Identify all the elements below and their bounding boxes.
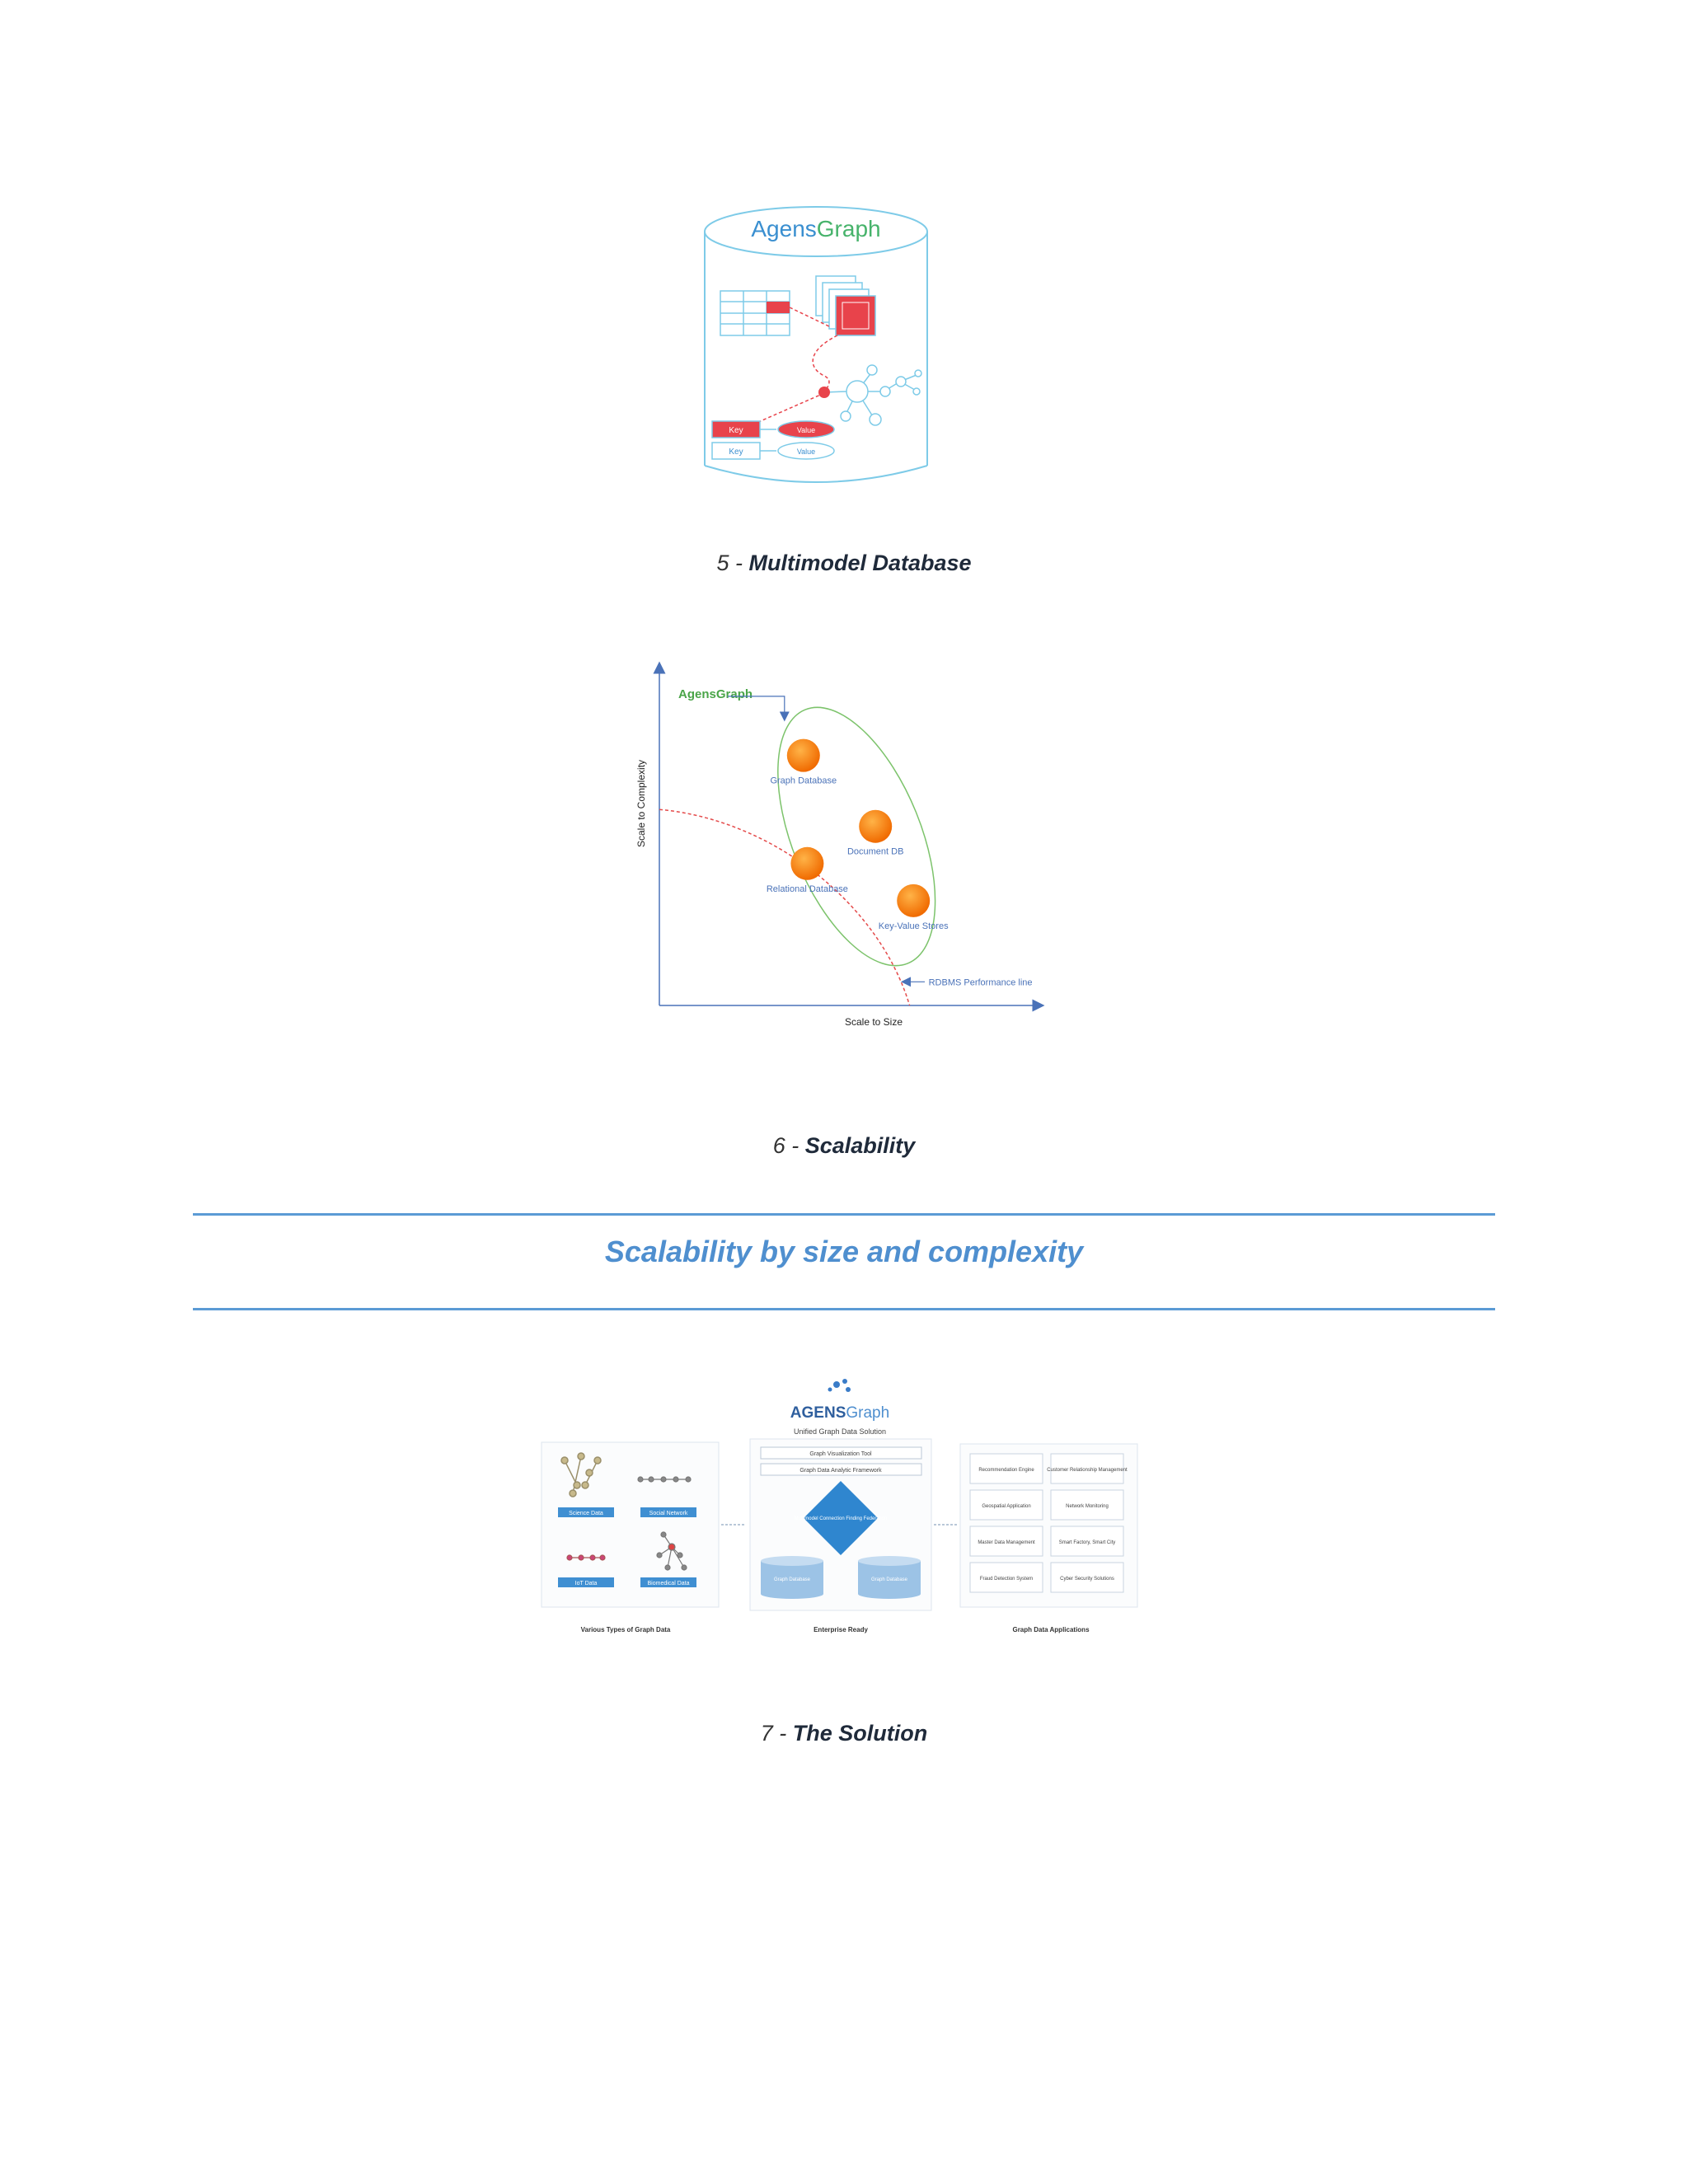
kv-key-1-label: Key — [729, 426, 743, 435]
app-box — [969, 1562, 1043, 1593]
analytic-framework-label: Graph Data Analytic Framework — [799, 1468, 882, 1474]
various-graph-data-label: Various Types of Graph Data — [581, 1626, 671, 1633]
solution-subtitle: Unified Graph Data Solution — [794, 1427, 886, 1436]
iot-data-icon — [566, 1554, 606, 1561]
figure-5-caption: 5 - Multimodel Database — [0, 551, 1688, 576]
iot-data-label-box — [558, 1577, 614, 1587]
biomedical-data-label: Biomedical Data — [648, 1581, 690, 1586]
dashed-link-doc-graph — [812, 335, 838, 391]
app-label: Customer Relationship Management — [1047, 1468, 1128, 1473]
social-network-label: Social Network — [649, 1511, 688, 1516]
point-key-value-stores — [897, 883, 931, 917]
figure-7-caption: 7 - The Solution — [0, 1721, 1688, 1746]
agensgraph-pointer — [727, 696, 790, 722]
kv-value-1 — [777, 420, 835, 438]
graph-database-left-icon — [761, 1556, 823, 1599]
app-box — [1050, 1453, 1124, 1484]
point-label-graph-database: Graph Database — [770, 776, 837, 786]
app-box — [1050, 1489, 1124, 1521]
app-box — [1050, 1562, 1124, 1593]
y-axis-label: Scale to Complexity — [635, 760, 647, 847]
biomedical-data-label-box — [640, 1577, 696, 1587]
graph-database-right-label: Graph Database — [871, 1577, 908, 1582]
section-rule-top — [193, 1213, 1495, 1216]
visualization-tool-box — [760, 1446, 922, 1460]
multimodel-database-figure: AgensGraph Ke — [704, 206, 928, 483]
social-network-icon — [637, 1476, 692, 1483]
graph-database-left-label: Graph Database — [774, 1577, 811, 1582]
app-box — [1050, 1526, 1124, 1557]
point-label-key-value-stores: Key-Value Stores — [879, 921, 949, 931]
apps-grid: Recommendation Engine Customer Relationsh… — [969, 1453, 1128, 1593]
solution-diagram: AGENSGraph Unified Graph Data Solution S… — [541, 1379, 1138, 1633]
rdbms-performance-curve — [659, 808, 911, 1006]
point-label-document-db: Document DB — [847, 847, 903, 857]
science-data-icon — [560, 1452, 602, 1497]
section-rule-bottom — [193, 1308, 1495, 1310]
agensgraph-dots-icon — [828, 1379, 851, 1392]
iot-data-label: IoT Data — [575, 1581, 598, 1586]
app-label: Cyber Security Solutions — [1060, 1577, 1114, 1582]
graph-network-icon — [823, 364, 922, 426]
figure-6-caption: 6 - Scalability — [0, 1133, 1688, 1159]
figure-5-number: 5 - — [716, 551, 749, 575]
rdbms-annotation: RDBMS Performance line — [929, 977, 1033, 987]
figure-6-title: Scalability — [804, 1133, 916, 1158]
point-document-db — [859, 809, 893, 843]
agensgraph-logo: AgensGraph — [751, 216, 880, 241]
science-data-label-box — [558, 1507, 614, 1517]
app-label: Smart Factory, Smart City — [1059, 1540, 1116, 1545]
graph-data-applications-label: Graph Data Applications — [1012, 1626, 1090, 1633]
cylinder-bottom — [704, 465, 928, 483]
kv-key-2-label: Key — [729, 448, 743, 457]
scalability-chart: Scale to Size Scale to Complexity AgensGra… — [635, 661, 1045, 1028]
point-label-relational-database: Relational Database — [767, 884, 848, 894]
agensgraph-annotation: AgensGraph — [678, 687, 753, 701]
app-box — [969, 1489, 1043, 1521]
app-box — [969, 1453, 1043, 1484]
kv-value-1-label: Value — [797, 426, 815, 434]
science-data-label: Science Data — [569, 1511, 603, 1516]
app-label: Geospatial Application — [982, 1504, 1030, 1509]
social-network-label-box — [640, 1507, 696, 1517]
document-inner-box — [842, 302, 870, 330]
app-label: Network Monitoring — [1066, 1504, 1109, 1509]
figure-7-title: The Solution — [792, 1721, 928, 1746]
document-highlight — [835, 295, 876, 336]
analytic-framework-box — [760, 1463, 922, 1476]
biomedical-data-icon — [656, 1531, 687, 1571]
federation-diamond — [804, 1481, 878, 1555]
section-heading: Scalability by size and complexity — [604, 1235, 1084, 1268]
point-relational-database — [790, 846, 824, 880]
kv-value-2-label: Value — [797, 448, 815, 456]
figure-7-number: 7 - — [760, 1721, 793, 1746]
point-graph-database — [786, 738, 820, 772]
app-box — [969, 1526, 1043, 1557]
kv-value-2 — [777, 442, 835, 460]
figure-6-number: 6 - — [772, 1133, 805, 1158]
dashed-link-table-doc — [789, 307, 832, 328]
graph-highlight-node — [818, 387, 830, 398]
app-label: Fraud Detection System — [980, 1577, 1033, 1582]
visualization-tool-label: Graph Visualization Tool — [809, 1451, 872, 1457]
app-label: Recommendation Engine — [978, 1468, 1034, 1473]
agensgraph-ellipse — [777, 706, 936, 967]
dashed-link-graph-kv — [756, 392, 825, 424]
federation-diamond-label: Multimodel Connection Finding Federation — [795, 1516, 888, 1521]
graph-database-right-icon — [858, 1556, 921, 1599]
figure-5-title: Multimodel Database — [748, 551, 972, 575]
enterprise-ready-label: Enterprise Ready — [814, 1626, 868, 1633]
agensgraph-solution-logo: AGENSGraph — [790, 1404, 889, 1422]
table-highlight-cell — [767, 302, 790, 313]
app-label: Master Data Management — [978, 1540, 1035, 1545]
x-axis-label: Scale to Size — [845, 1016, 903, 1028]
